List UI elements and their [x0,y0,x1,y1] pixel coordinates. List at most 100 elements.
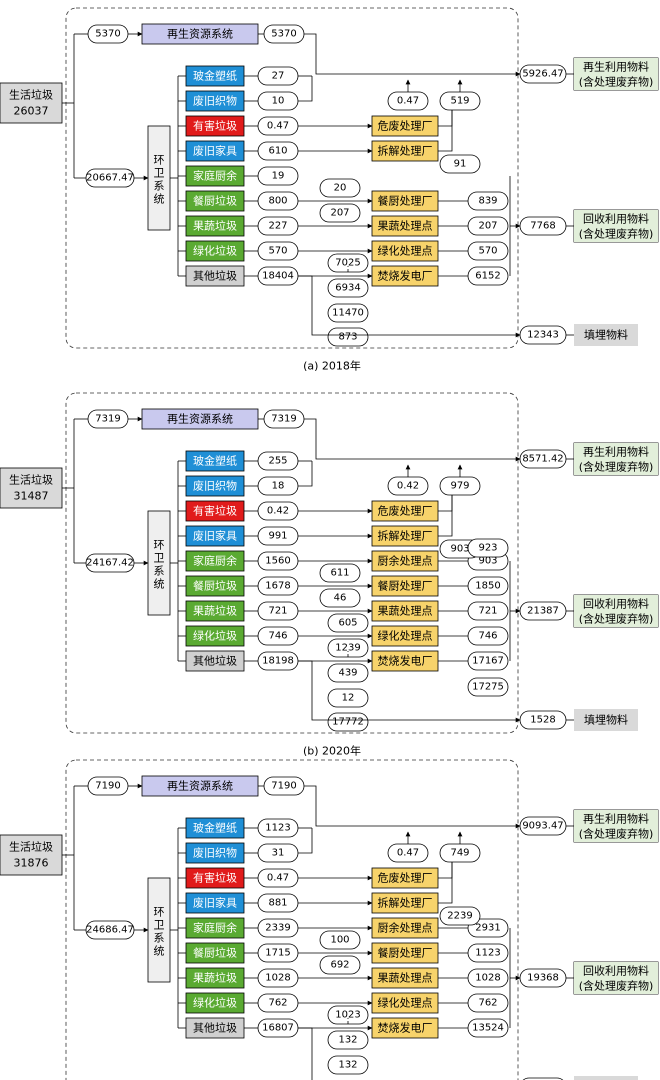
facility-out [467,968,509,988]
output-value-2-label: 1528 [530,715,555,726]
category-value-label: 227 [268,221,287,232]
source-box [0,834,63,876]
category-label: 家庭厨余 [193,169,237,183]
intermediate-node-label: 605 [338,618,357,629]
intermediate-node-label: 17275 [472,682,504,693]
facility-out [467,576,509,596]
intermediate-node [319,930,361,950]
facility-label: 焚烧发电厂 [378,269,433,283]
flow-line [298,275,521,338]
category-label: 绿化垃圾 [193,996,237,1010]
output-box-2 [574,709,638,731]
category-label: 家庭厨余 [193,921,237,935]
intermediate-node-label: 692 [330,960,349,971]
flow-line [298,76,313,102]
sanitation-in-node-label: 24167.42 [86,558,134,569]
facility-label: 厨余处理点 [378,921,433,935]
intermediate-node-label: 903 [450,544,469,555]
category-label: 废旧家具 [193,529,237,543]
recycle-system-label: 再生资源系统 [167,412,233,426]
recycle-out-node-label: 7190 [271,781,296,792]
category-label: 玻金塑纸 [193,454,237,468]
intermediate-node-label: 873 [338,332,357,343]
facility-label: 绿化处理点 [378,629,433,643]
intermediate-node-label: 923 [478,543,497,554]
flow-line [304,785,521,829]
facility-out-label: 13524 [472,1023,504,1034]
intermediate-node [319,203,361,223]
category-label: 绿化垃圾 [193,629,237,643]
facility-out [467,626,509,646]
facility-out-label: 2931 [475,923,500,934]
category-value-label: 721 [268,606,287,617]
category-value [257,166,299,186]
intermediate-node [327,688,369,708]
intermediate-node [467,677,509,697]
source-value: 31876 [14,857,49,870]
facility-out [467,216,509,236]
category-value-label: 18 [272,481,285,492]
facility-label: 绿化处理点 [378,244,433,258]
recycle-in-node-label: 7319 [95,414,120,425]
category-value-label: 16807 [262,1023,294,1034]
recycle-in-node-label: 5370 [95,29,120,40]
intermediate-node-label: 132 [338,1035,357,1046]
output-value-1-label: 7768 [530,221,555,232]
output-sublabel: (含处理废弃物) [579,460,654,474]
intermediate-node [327,1055,369,1075]
facility-out [467,266,509,286]
flow-line [438,110,453,127]
intermediate-node-label: 1023 [335,1010,360,1021]
flow-line [298,660,521,723]
recycle-out-node-label: 5370 [271,29,296,40]
category-label: 餐厨垃圾 [193,946,237,960]
facility-out [467,993,509,1013]
source-label: 生活垃圾 [9,88,53,102]
intermediate-node-label: 12 [342,693,355,704]
intermediate-node [467,538,509,558]
category-value-label: 27 [272,71,285,82]
intermediate-node-label: 11470 [332,308,364,319]
flow-line [304,33,521,77]
output-value-0-label: 5926.47 [522,69,563,80]
output-value-0-label: 8571.42 [522,454,563,465]
category-value-label: 610 [268,146,287,157]
recycle-system-label: 再生资源系统 [167,779,233,793]
intermediate-node [327,613,369,633]
panel-caption: (a) 2018年 [303,359,361,373]
upper-node-1-label: 749 [450,848,469,859]
category-value-label: 18198 [262,656,294,667]
output-sublabel: (含处理废弃物) [579,227,654,241]
category-value-label: 19 [272,171,285,182]
category-value-label: 1678 [265,581,290,592]
category-value-label: 1028 [265,973,290,984]
facility-label: 餐厨处理厂 [378,579,433,593]
facility-label: 焚烧发电厂 [378,1021,433,1035]
source-label: 生活垃圾 [9,840,53,854]
recycle-in-node-label: 7190 [95,781,120,792]
category-label: 有害垃圾 [193,504,237,518]
output-value-1-label: 21387 [527,606,559,617]
upper-node-0-label: 0.42 [397,481,419,492]
category-label: 玻金塑纸 [193,69,237,83]
recycle-system-label: 再生资源系统 [167,27,233,41]
flow-line [298,1027,313,1080]
sanitation-label: 环卫系统 [154,154,165,206]
facility-out-label: 839 [478,196,497,207]
output-label: 填埋物料 [584,713,628,727]
flow-line [438,862,453,879]
category-value-label: 762 [268,998,287,1009]
category-label: 废旧织物 [193,846,237,860]
intermediate-node-label: 17772 [332,717,364,728]
category-label: 餐厨垃圾 [193,194,237,208]
facility-out-label: 1123 [475,948,500,959]
intermediate-node-label: 7025 [335,258,360,269]
category-value-label: 0.42 [267,506,289,517]
output-value-2-label: 12343 [527,330,559,341]
category-value-label: 2339 [265,923,290,934]
category-value-label: 1123 [265,823,290,834]
category-value-label: 1715 [265,948,290,959]
flow-line [304,418,521,462]
panel-caption: (b) 2020年 [303,744,361,758]
category-value-label: 881 [268,898,287,909]
